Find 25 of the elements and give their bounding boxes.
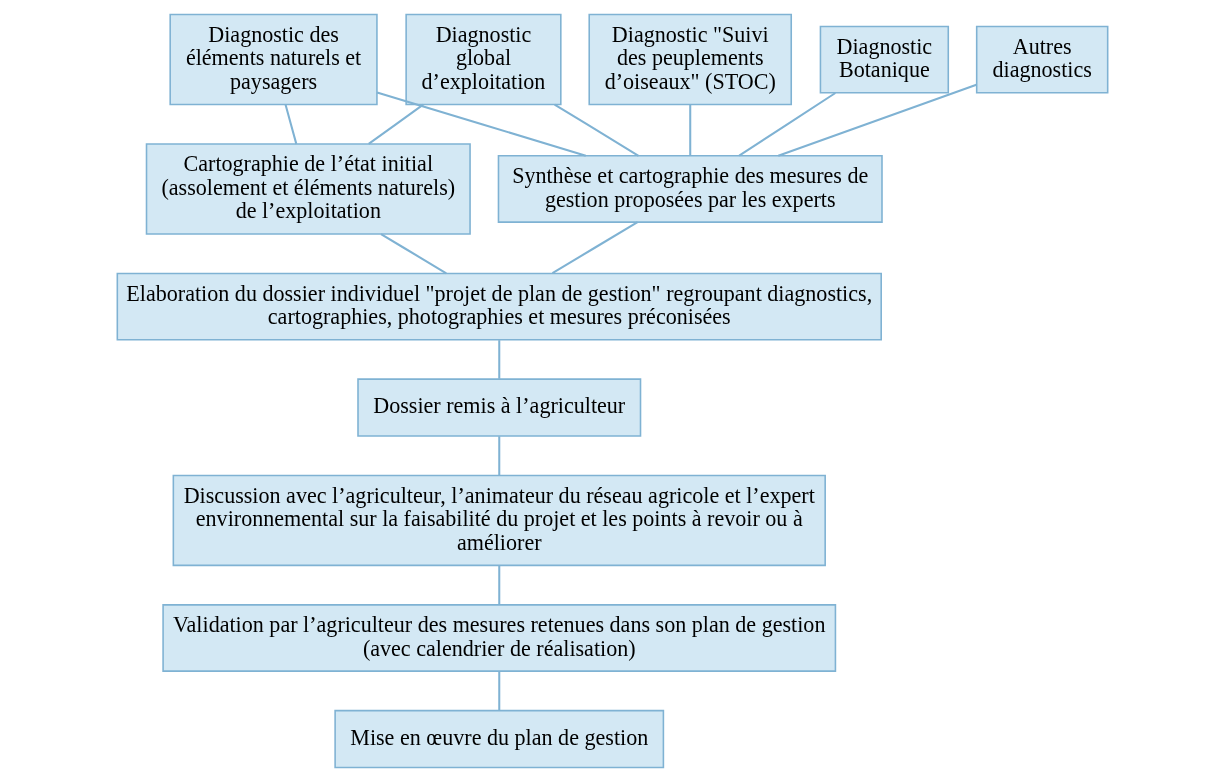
connector [551, 221, 638, 274]
node-box: Synthèse et cartographie des mesures de gestion proposées par les experts [497, 155, 883, 223]
connector [497, 340, 500, 379]
connector [553, 103, 639, 157]
node-box: Diagnostic des éléments naturels et paysagers [168, 13, 378, 106]
node-box: Diagnostic global d’exploitation [404, 13, 562, 106]
connector [688, 104, 691, 156]
connector [380, 233, 447, 275]
node-box: Diagnostic "Suivi des peuplements d’oiseaux" (STOC) [587, 13, 792, 106]
connector [497, 436, 500, 476]
node-box: Cartographie de l’état initial (assolement et éléments naturels) de l’exploitation [145, 143, 471, 235]
node-box: Mise en œuvre du plan de gestion [333, 709, 664, 769]
connector [284, 104, 297, 145]
node-box: Discussion avec l’agriculteur, l’animateur du réseau agricole et l’expert environnemental sur la faisabilité du projet et les points à revoir ou à améliorer [172, 474, 826, 567]
node-box: Validation par l’agriculteur des mesures retenues dans son plan de gestion (avec calendrier de réalisation) [161, 604, 836, 672]
connector [497, 671, 500, 711]
node-box: Elaboration du dossier individuel "projet de plan de gestion" regroupant diagnostics, cartographies, photographies et mesures préconisées [116, 272, 882, 341]
connector [497, 565, 500, 605]
node-box: Dossier remis à l’agriculteur [356, 378, 641, 437]
node-box: Diagnostic Botanique [819, 25, 949, 94]
node-box: Autres diagnostics [975, 25, 1108, 94]
connector [367, 103, 424, 145]
connector [777, 83, 977, 157]
connector [738, 92, 836, 157]
connector [376, 91, 586, 157]
